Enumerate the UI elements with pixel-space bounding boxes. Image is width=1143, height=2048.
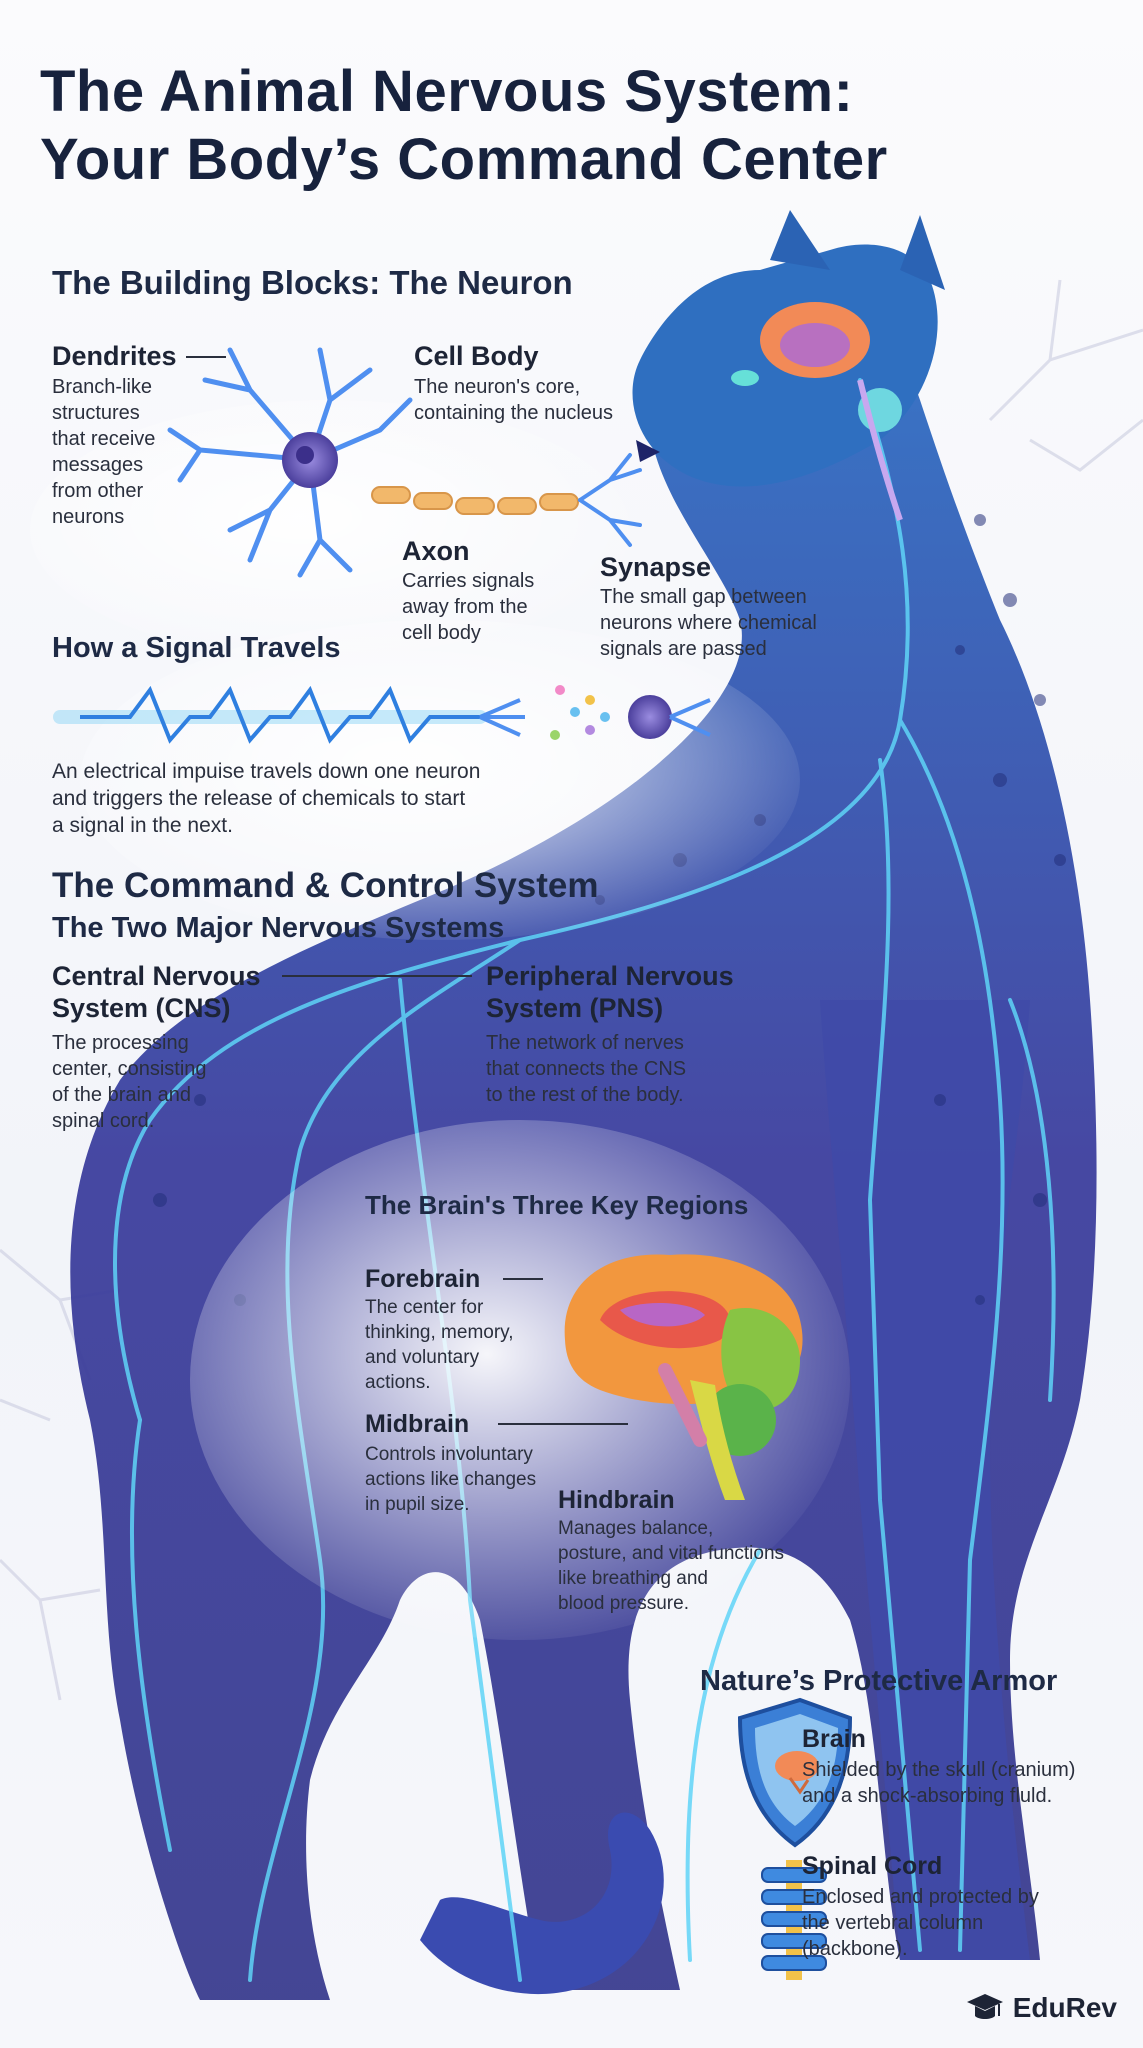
- signal-text: An electrical impuise travels down one n…: [52, 760, 481, 837]
- dendrites-label: Dendrites: [52, 341, 177, 371]
- forebrain-label: Forebrain: [365, 1265, 481, 1293]
- signal-heading: How a Signal Travels: [52, 632, 341, 664]
- neuron-heading: The Building Blocks: The Neuron: [52, 264, 573, 301]
- synapse-label: Synapse: [600, 552, 712, 582]
- brain-heading: The Brain's Three Key Regions: [365, 1190, 749, 1220]
- neuron-icon: [167, 347, 642, 578]
- axon-label: Axon: [402, 536, 470, 566]
- signal-wave-icon: [53, 685, 711, 744]
- hindbrain-text: Manages balance,posture, and vital funct…: [558, 1518, 785, 1614]
- armor-brain-text: Shielded by the skull (cranium)and a sho…: [802, 1759, 1076, 1807]
- cell-body-label: Cell Body: [414, 341, 539, 371]
- armor-spinal-label: Spinal Cord: [802, 1852, 943, 1880]
- shield-brain-icon: [737, 1697, 853, 1848]
- brain-icon: [564, 1254, 803, 1500]
- spine-icon: [761, 1860, 827, 1980]
- hindbrain-label: Hindbrain: [558, 1486, 675, 1514]
- command-heading: The Command & Control System: [52, 866, 599, 905]
- panther-brain-icon: [760, 302, 903, 521]
- cell-body-text: The neuron's core,containing the nucleus: [414, 376, 614, 424]
- brand-name: EduRev: [1012, 1992, 1117, 2023]
- command-subheading: The Two Major Nervous Systems: [52, 912, 505, 944]
- graduation-cap-icon: [966, 1994, 1003, 2019]
- armor-heading: Nature’s Protective Armor: [700, 1665, 1058, 1697]
- page-title: The Animal Nervous System: Your Body’s C…: [40, 59, 888, 192]
- armor-brain-label: Brain: [802, 1725, 866, 1753]
- midbrain-label: Midbrain: [365, 1410, 470, 1438]
- edurev-logo: EduRev: [965, 1988, 1117, 2028]
